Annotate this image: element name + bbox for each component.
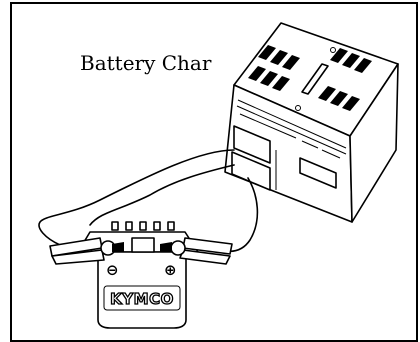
battery-charger: [224, 22, 399, 223]
battery-body: [97, 251, 187, 329]
negative-clamp: [49, 237, 124, 265]
cable-connector: [89, 164, 235, 226]
charger-display-window: [299, 157, 337, 189]
positive-clamp: [160, 237, 233, 265]
battery-center-block: [131, 237, 155, 253]
charger-top-screw: [330, 47, 336, 53]
charger-top-vents-left: [248, 45, 300, 91]
negative-clamp-jaw-lower: [51, 249, 105, 265]
charger-side: [349, 63, 399, 223]
battery-brand-plate: [103, 285, 181, 311]
negative-terminal-symbol: ⊖: [106, 261, 119, 279]
charger-top-screw-2: [295, 105, 301, 111]
charger-front-panel-lower: [231, 151, 271, 191]
cable-positive: [214, 177, 259, 252]
charger-front-panel-upper: [233, 125, 271, 164]
diagram-border: [10, 2, 418, 342]
battery-brand: KYMCO: [110, 290, 174, 308]
diagram-caption: Battery Char: [80, 51, 212, 75]
positive-clamp-hinge: [170, 240, 186, 256]
positive-terminal-symbol: ⊕: [164, 261, 177, 279]
positive-clamp-jaw-lower: [179, 249, 231, 265]
cable-negative: [38, 149, 235, 246]
charger-handle: [301, 63, 329, 95]
charger-top-vents-right: [318, 48, 372, 111]
